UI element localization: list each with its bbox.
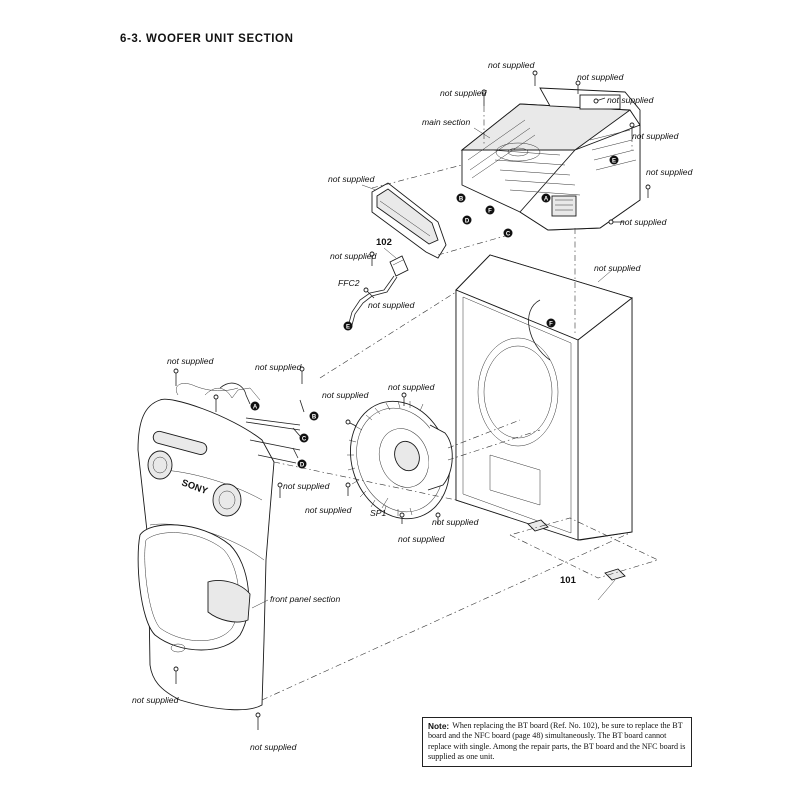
svg-text:F: F [549,322,553,328]
svg-text:A: A [544,197,549,203]
screw-icon [575,80,581,94]
connector-b-marker: B [456,193,466,203]
note-text: When replacing the BT board (Ref. No. 10… [428,721,686,762]
connector-c-marker: C [503,228,513,238]
screw-icon [213,394,219,412]
connector-b-marker: B [309,411,319,421]
svg-text:D: D [465,219,470,225]
woofer-cabinet [455,254,633,541]
connector-f-marker: F [485,205,495,215]
not-supplied-label: not supplied [328,174,375,184]
svg-text:A: A [253,405,258,411]
woofer-speaker-sp1 [347,400,453,520]
screw-icon [399,512,405,524]
connector-e-marker: E [609,155,619,165]
main-section-assembly [460,87,641,231]
screw-icon [532,70,538,86]
connector-markers: A B C D E F B D C F A E [250,155,619,469]
svg-text:E: E [346,325,350,331]
not-supplied-label: not supplied [594,263,641,273]
not-supplied-label: not supplied [432,517,479,527]
not-supplied-label: not supplied [388,382,435,392]
bt-board-102 [389,255,409,277]
screws [173,70,651,730]
not-supplied-label: not supplied [607,95,654,105]
screw-icon [299,366,305,384]
svg-text:B: B [312,415,317,421]
ffc2-cable [348,275,398,326]
connector-a-marker: A [250,401,260,411]
not-supplied-label: not supplied [132,695,179,705]
not-supplied-label: not supplied [330,251,377,261]
screw-icon [345,482,351,496]
ref-102-label: 102 [376,237,392,248]
note-box: Note: When replacing the BT board (Ref. … [422,717,692,767]
screw-icon [608,219,624,225]
not-supplied-label: not supplied [255,362,302,372]
connector-c-marker: C [299,433,309,443]
screw-icon [481,89,487,106]
connector-f-marker: F [546,318,556,328]
connector-d-marker: D [297,459,307,469]
cables [219,382,305,459]
screw-icon [363,287,375,299]
not-supplied-label: not supplied [488,60,535,70]
page-title: 6-3. WOOFER UNIT SECTION [120,33,294,45]
svg-text:E: E [612,159,616,165]
callout-labels: not supplied not supplied not supplied n… [132,60,693,752]
front-panel-section [137,383,301,711]
sp1-label: SP1 [370,508,386,518]
bt-board-holder [371,182,447,259]
svg-text:B: B [459,197,464,203]
screw-icon [629,122,635,136]
not-supplied-label: not supplied [632,131,679,141]
note-label: Note: [428,721,450,731]
not-supplied-label: not supplied [577,72,624,82]
not-supplied-label: not supplied [167,356,214,366]
svg-text:C: C [302,437,307,443]
screw-icon [255,712,261,730]
svg-text:F: F [488,209,492,215]
screw-icon [173,666,179,684]
not-supplied-label: not supplied [322,390,369,400]
screw-icon [369,251,375,266]
connector-a-marker: A [541,193,551,203]
assembly-lines [261,106,633,701]
connector-e-marker: E [343,321,353,331]
not-supplied-label: not supplied [283,481,330,491]
not-supplied-label: not supplied [620,217,667,227]
screw-icon [277,482,283,498]
screw-icon [401,392,407,406]
main-section-label: main section [422,117,470,127]
ffc2-label: FFC2 [338,278,360,288]
screw-icon [645,184,651,198]
not-supplied-label: not supplied [305,505,352,515]
svg-text:C: C [506,232,511,238]
ref-101-label: 101 [560,575,577,586]
not-supplied-label: not supplied [440,88,487,98]
cabinet-feet-101 [509,517,659,581]
screw-icon [435,512,441,524]
not-supplied-label: not supplied [250,742,297,752]
svg-text:D: D [300,463,305,469]
connector-d-marker: D [462,215,472,225]
screw-icon [593,97,606,104]
not-supplied-label: not supplied [368,300,415,310]
front-panel-section-label: front panel section [270,594,340,604]
not-supplied-label: not supplied [398,534,445,544]
screw-icon [173,368,179,386]
screw-icon [345,419,357,427]
not-supplied-label: not supplied [646,167,693,177]
leader-lines [251,127,616,609]
